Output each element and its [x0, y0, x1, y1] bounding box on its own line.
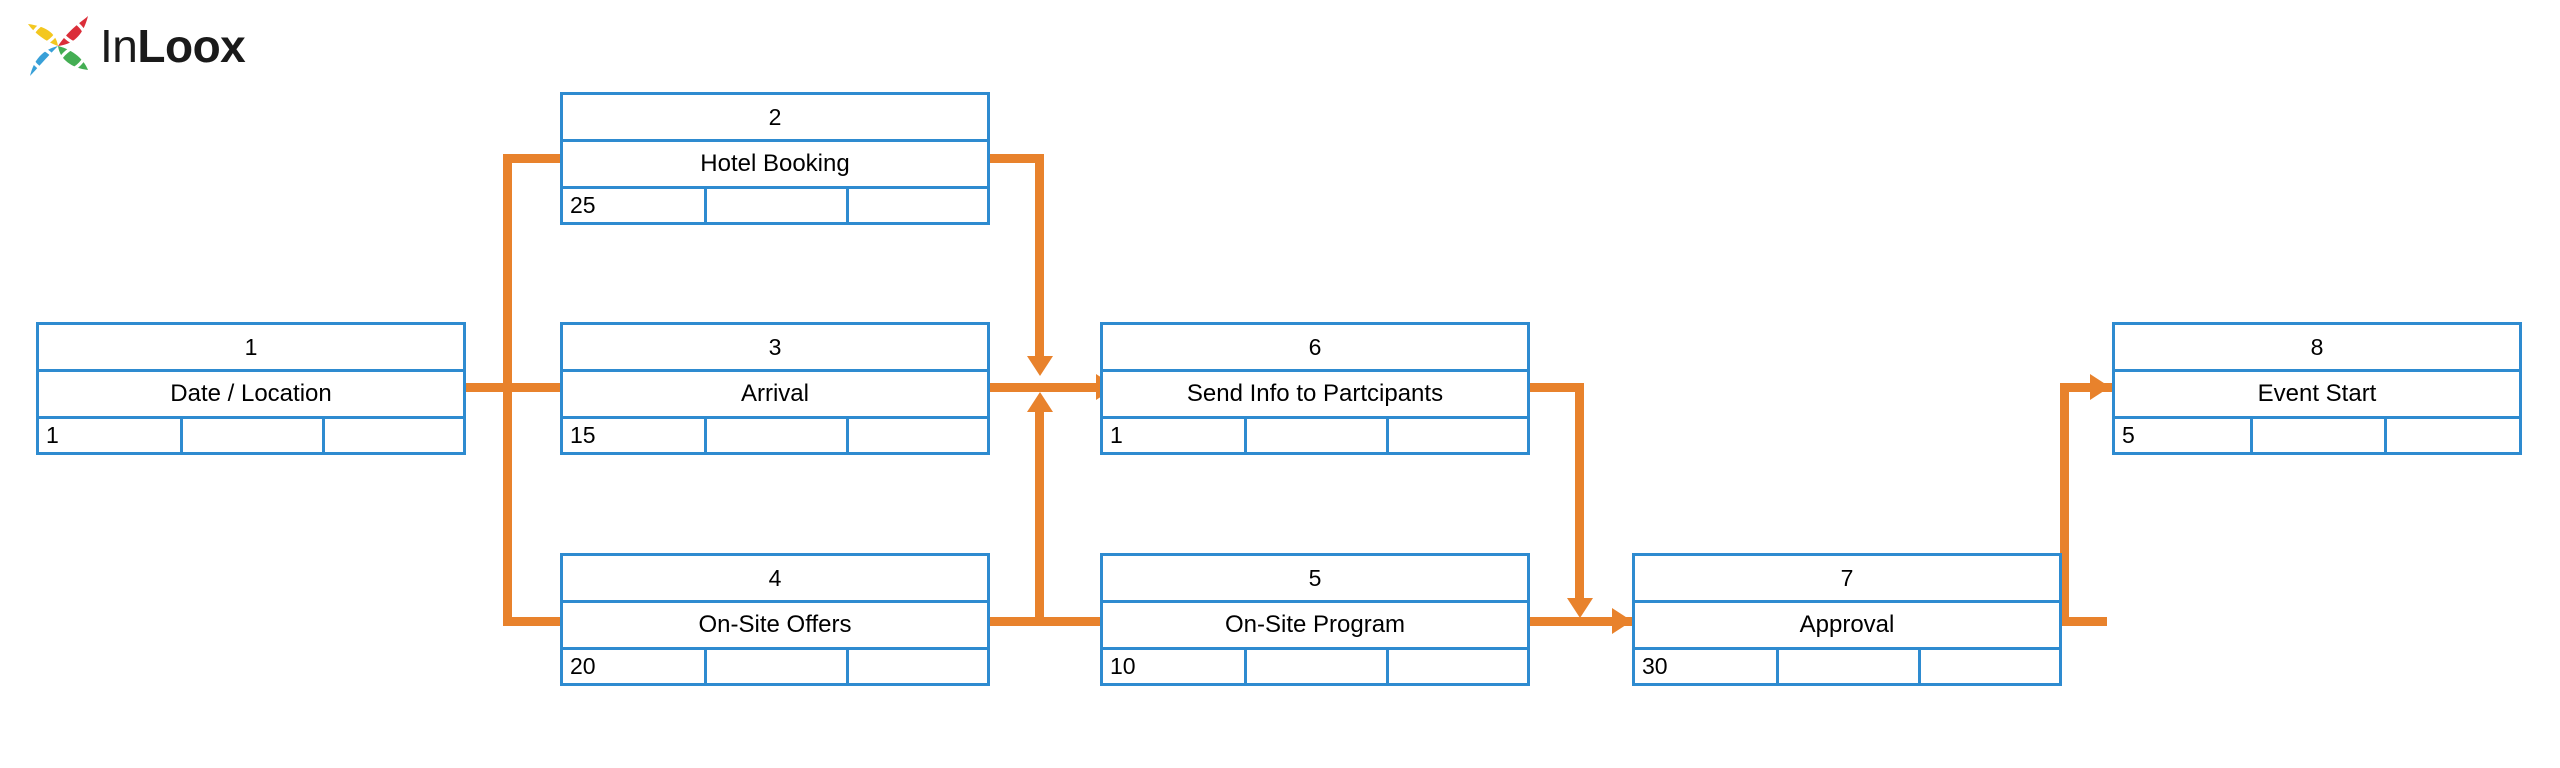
node-6-name: Send Info to Partcipants — [1103, 372, 1527, 419]
node-4[interactable]: 4 On-Site Offers 20 — [560, 553, 990, 686]
node-5-cell2 — [1244, 650, 1385, 683]
node-1-cells: 1 — [39, 419, 463, 452]
node-8[interactable]: 8 Event Start 5 — [2112, 322, 2522, 455]
edge-4-up — [1035, 410, 1044, 621]
node-1-name: Date / Location — [39, 372, 463, 419]
edge-2-down — [1035, 154, 1044, 359]
node-3-duration: 15 — [570, 422, 596, 448]
node-1-cell2 — [180, 419, 321, 452]
edge-6-down — [1575, 383, 1584, 608]
node-3-cell2 — [704, 419, 845, 452]
node-7-cell3 — [1917, 650, 2059, 683]
node-8-cells: 5 — [2115, 419, 2519, 452]
edge-1-to-4 — [503, 617, 603, 626]
node-2-cell2 — [704, 189, 845, 222]
inloox-flower-icon — [22, 10, 94, 82]
node-6-id: 6 — [1103, 325, 1527, 372]
node-5-cell3 — [1385, 650, 1527, 683]
edge-1-to-2 — [503, 154, 603, 163]
node-5[interactable]: 5 On-Site Program 10 — [1100, 553, 1530, 686]
node-4-duration: 20 — [570, 653, 596, 679]
node-2-duration: 25 — [570, 192, 596, 218]
node-4-cell2 — [704, 650, 845, 683]
inloox-logo: InLoox — [22, 10, 312, 85]
node-7[interactable]: 7 Approval 30 — [1632, 553, 2062, 686]
edge-1-vertical-trunk — [503, 158, 512, 626]
node-1[interactable]: 1 Date / Location 1 — [36, 322, 466, 455]
node-3-cell3 — [845, 419, 987, 452]
node-5-name: On-Site Program — [1103, 603, 1527, 650]
node-8-cell3 — [2384, 419, 2519, 452]
node-6-cell3 — [1385, 419, 1527, 452]
arrow-node-6-down — [1567, 598, 1593, 618]
node-2[interactable]: 2 Hotel Booking 25 — [560, 92, 990, 225]
node-3[interactable]: 3 Arrival 15 — [560, 322, 990, 455]
node-5-duration: 10 — [1110, 653, 1136, 679]
node-1-cell3 — [321, 419, 463, 452]
node-2-name: Hotel Booking — [563, 142, 987, 189]
arrow-into-node-8 — [2090, 374, 2110, 400]
arrow-into-node-7 — [1612, 608, 1632, 634]
edge-4-out — [988, 617, 1164, 626]
node-5-cells: 10 — [1103, 650, 1527, 683]
arrow-node-2-down-junction — [1027, 356, 1053, 376]
node-8-id: 8 — [2115, 325, 2519, 372]
node-2-cells: 25 — [563, 189, 987, 222]
node-7-name: Approval — [1635, 603, 2059, 650]
edge-3-to-6 — [988, 383, 1118, 392]
node-3-name: Arrival — [563, 372, 987, 419]
node-7-cells: 30 — [1635, 650, 2059, 683]
edge-2-out — [988, 154, 1044, 163]
node-4-cells: 20 — [563, 650, 987, 683]
node-1-id: 1 — [39, 325, 463, 372]
node-8-cell2 — [2249, 419, 2385, 452]
edge-1-to-3 — [503, 383, 603, 392]
node-7-duration: 30 — [1642, 653, 1668, 679]
node-5-id: 5 — [1103, 556, 1527, 603]
node-6[interactable]: 6 Send Info to Partcipants 1 — [1100, 322, 1530, 455]
edge-6-out — [1528, 383, 1584, 392]
node-6-cells: 1 — [1103, 419, 1527, 452]
edge-5-to-7 — [1528, 617, 1638, 626]
edge-7-to-8 — [2060, 383, 2116, 392]
logo-text-light: In — [100, 20, 138, 72]
node-3-cells: 15 — [563, 419, 987, 452]
inloox-wordmark: InLoox — [100, 20, 246, 72]
node-4-name: On-Site Offers — [563, 603, 987, 650]
node-4-cell3 — [845, 650, 987, 683]
arrow-node-4-up-junction — [1027, 392, 1053, 412]
node-7-id: 7 — [1635, 556, 2059, 603]
node-6-duration: 1 — [1110, 422, 1123, 448]
node-2-cell3 — [845, 189, 987, 222]
node-8-name: Event Start — [2115, 372, 2519, 419]
node-7-cell2 — [1776, 650, 1917, 683]
edge-7-up — [2060, 383, 2069, 623]
edge-7-out — [2047, 617, 2107, 626]
logo-text-bold: Loox — [137, 20, 246, 72]
node-8-duration: 5 — [2122, 422, 2135, 448]
node-3-id: 3 — [563, 325, 987, 372]
node-4-id: 4 — [563, 556, 987, 603]
node-6-cell2 — [1244, 419, 1385, 452]
node-2-id: 2 — [563, 95, 987, 142]
node-1-duration: 1 — [46, 422, 59, 448]
